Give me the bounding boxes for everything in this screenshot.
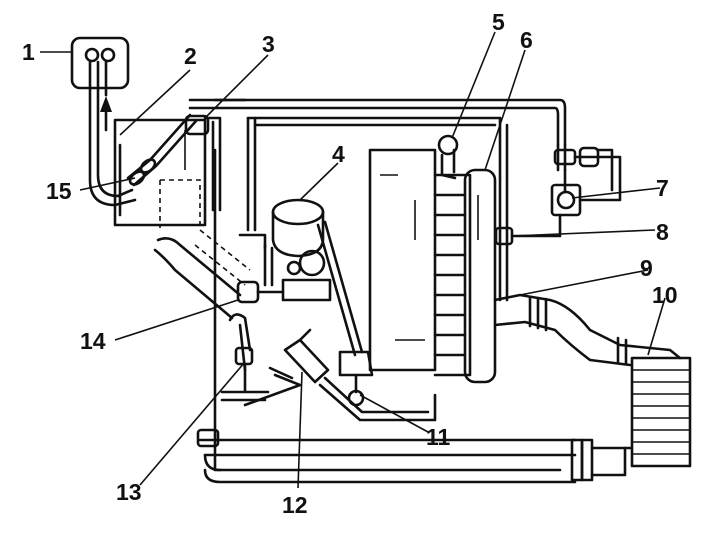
callout-9: 9 [640, 255, 653, 281]
callout-11: 11 [426, 424, 451, 450]
callout-13: 13 [116, 479, 142, 505]
valve-12 [220, 328, 437, 422]
callout-8: 8 [656, 219, 669, 245]
turbo-unit-4 [263, 198, 364, 357]
callout-3: 3 [262, 31, 275, 57]
callout-2: 2 [184, 43, 197, 69]
hose-9 [493, 293, 682, 367]
callout-1: 1 [22, 39, 35, 65]
intercooler-10 [623, 356, 692, 468]
reservoir-box [113, 118, 207, 228]
callout-7: 7 [656, 175, 669, 201]
leader-lines [40, 31, 666, 489]
hose-13 [228, 313, 254, 392]
callout-15: 15 [46, 178, 72, 204]
callout-5: 5 [492, 9, 505, 35]
callout-12: 12 [282, 492, 308, 518]
valve-5 [437, 134, 459, 180]
fitting-8 [494, 116, 562, 302]
callout-10: 10 [652, 282, 678, 308]
bottom-pipe [196, 428, 627, 484]
callout-14: 14 [80, 328, 106, 354]
callout-4: 4 [332, 141, 345, 167]
top-hose-line [184, 98, 567, 232]
callout-6: 6 [520, 27, 533, 53]
hose-connector-15 [100, 96, 198, 187]
callout-labels: 1 2 3 4 5 6 7 8 9 10 11 12 13 14 15 [22, 9, 678, 518]
sensor-7 [550, 143, 622, 217]
radiator-6 [368, 148, 497, 384]
diaphragm-11 [338, 350, 374, 407]
intake-hose-14 [153, 229, 285, 320]
